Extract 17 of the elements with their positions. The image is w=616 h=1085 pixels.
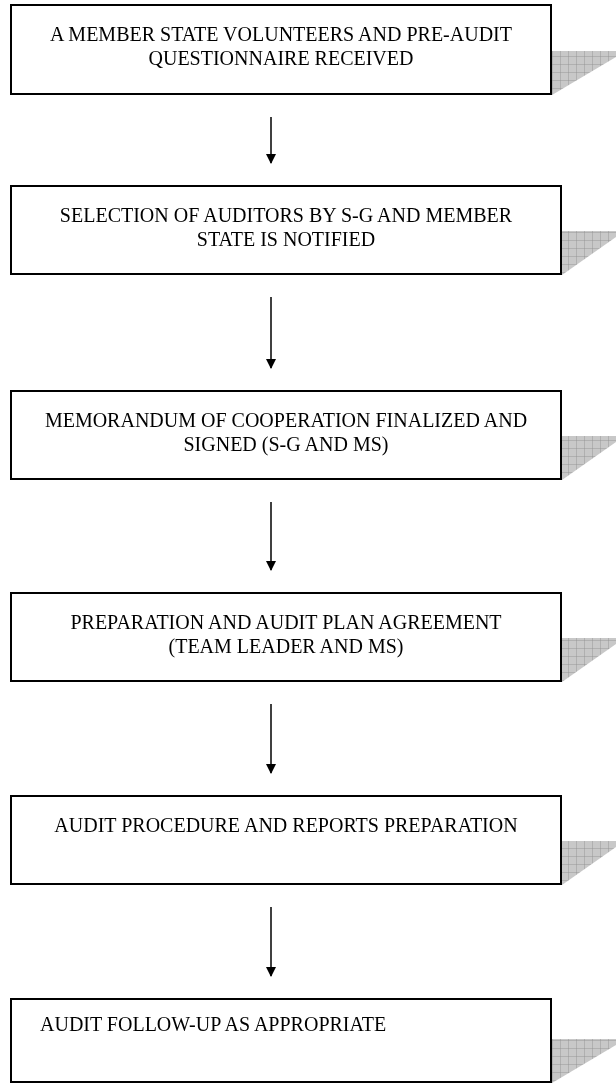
arrow xyxy=(266,906,276,977)
arrow xyxy=(266,501,276,571)
step-text: AUDIT PROCEDURE AND REPORTS PREPARATION xyxy=(54,813,518,837)
process-box xyxy=(10,390,562,480)
arrow xyxy=(266,116,276,164)
process-box xyxy=(10,592,562,682)
process-box xyxy=(10,185,562,275)
step-text: PREPARATION AND AUDIT PLAN AGREEMENT (TEAM LEADER AND MS) xyxy=(69,610,503,658)
step-text: SELECTION OF AUDITORS BY S-G AND MEMBER STATE IS NOTIFIED xyxy=(58,203,514,251)
process-box xyxy=(10,998,552,1083)
process-box xyxy=(10,4,552,95)
process-box xyxy=(10,795,562,885)
arrow xyxy=(266,703,276,774)
step-text: MEMORANDUM OF COOPERATION FINALIZED AND SIGNED (S-G AND MS) xyxy=(43,408,529,456)
step-text: AUDIT FOLLOW-UP AS APPROPRIATE xyxy=(40,1012,387,1036)
step-text: A MEMBER STATE VOLUNTEERS AND PRE-AUDIT QUESTIONNAIRE RECEIVED xyxy=(49,22,513,70)
arrow xyxy=(266,296,276,369)
